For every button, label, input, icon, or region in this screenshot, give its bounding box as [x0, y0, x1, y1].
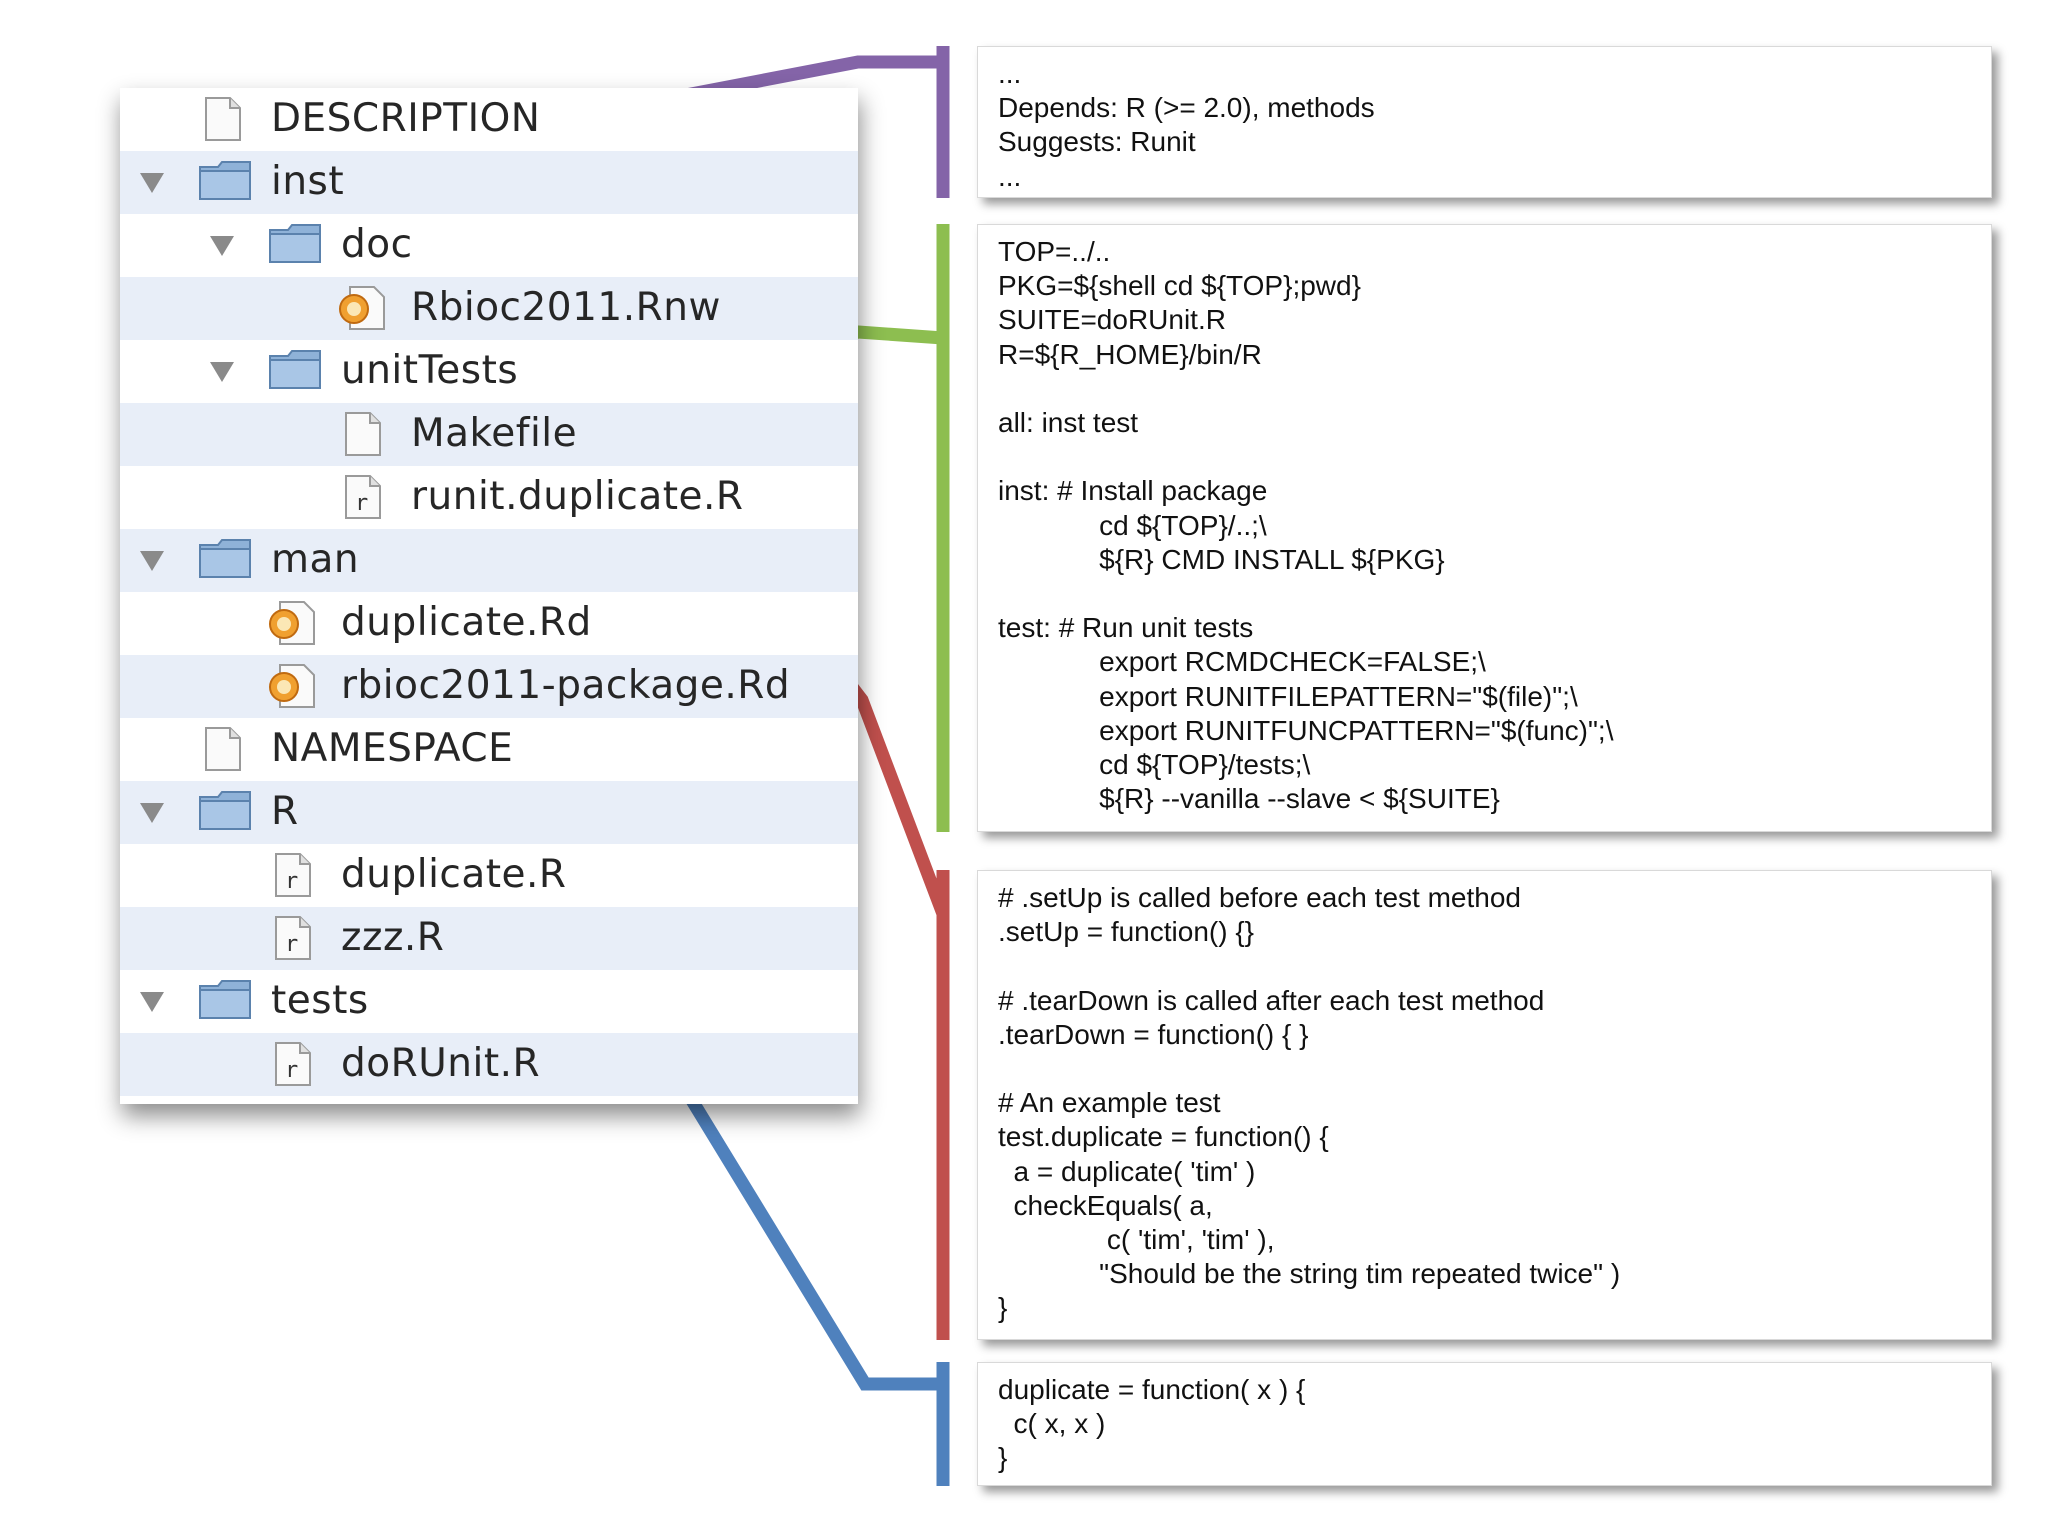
file-icon — [344, 411, 382, 462]
tree-label: Makefile — [411, 411, 578, 456]
disclosure-triangle-icon[interactable] — [140, 992, 164, 1012]
tree-row-rbioc2011-package-rd[interactable]: rbioc2011-package.Rd — [120, 655, 858, 718]
tree-label: unitTests — [341, 348, 519, 393]
tree-row-duplicate-rd[interactable]: duplicate.Rd — [120, 592, 858, 655]
makefile-code: TOP=../.. PKG=${shell cd ${TOP};pwd} SUI… — [998, 236, 1614, 815]
rd-file-icon — [268, 600, 318, 651]
tree-label: doRUnit.R — [341, 1041, 541, 1086]
r-file-icon: r — [274, 915, 312, 966]
folder-icon — [198, 159, 252, 208]
description-code: ... Depends: R (>= 2.0), methods Suggest… — [998, 58, 1375, 192]
tree-row-zzz-r[interactable]: r zzz.R — [120, 907, 858, 970]
duplicate-code: duplicate = function( x ) { c( x, x ) } — [998, 1374, 1306, 1474]
rnw-file-icon — [338, 285, 388, 336]
r-file-icon: r — [344, 474, 382, 525]
folder-icon — [268, 348, 322, 397]
duplicate-code-box: duplicate = function( x ) { c( x, x ) } — [977, 1362, 1992, 1486]
tree-row-dorunit-r[interactable]: r doRUnit.R — [120, 1033, 858, 1096]
tree-row-unittests[interactable]: unitTests — [120, 340, 858, 403]
rd-file-icon — [268, 663, 318, 714]
tree-row-makefile[interactable]: Makefile — [120, 403, 858, 466]
tree-label: Rbioc2011.Rnw — [411, 285, 721, 330]
description-code-box: ... Depends: R (>= 2.0), methods Suggest… — [977, 46, 1992, 198]
tree-label: tests — [271, 978, 369, 1023]
tree-row-duplicate-r[interactable]: r duplicate.R — [120, 844, 858, 907]
tree-label: zzz.R — [341, 915, 445, 960]
tree-label: man — [271, 537, 360, 582]
tree-label: duplicate.Rd — [341, 600, 592, 645]
tree-label: DESCRIPTION — [271, 96, 541, 141]
folder-icon — [198, 789, 252, 838]
tree-label: inst — [271, 159, 345, 204]
tree-label: R — [271, 789, 299, 834]
folder-icon — [198, 537, 252, 586]
makefile-code-box: TOP=../.. PKG=${shell cd ${TOP};pwd} SUI… — [977, 224, 1992, 832]
tree-row-description[interactable]: DESCRIPTION — [120, 88, 858, 151]
disclosure-triangle-icon[interactable] — [140, 803, 164, 823]
tree-label: duplicate.R — [341, 852, 567, 897]
tree-label: doc — [341, 222, 413, 267]
tree-row-man[interactable]: man — [120, 529, 858, 592]
disclosure-triangle-icon[interactable] — [140, 551, 164, 571]
tree-row-inst[interactable]: inst — [120, 151, 858, 214]
tree-row-tests[interactable]: tests — [120, 970, 858, 1033]
tree-row-rbioc2011-rnw[interactable]: Rbioc2011.Rnw — [120, 277, 858, 340]
tree-row-runit-duplicate-r[interactable]: r runit.duplicate.R — [120, 466, 858, 529]
tree-label: rbioc2011-package.Rd — [341, 663, 791, 708]
svg-text:r: r — [285, 932, 298, 957]
folder-icon — [198, 978, 252, 1027]
svg-text:r: r — [355, 491, 368, 516]
svg-text:r: r — [285, 869, 298, 894]
unit-test-code-box: # .setUp is called before each test meth… — [977, 870, 1992, 1340]
folder-icon — [268, 222, 322, 271]
tree-row-doc[interactable]: doc — [120, 214, 858, 277]
r-file-icon: r — [274, 852, 312, 903]
file-icon — [204, 96, 242, 147]
tree-label: runit.duplicate.R — [411, 474, 744, 519]
tree-row-r[interactable]: R — [120, 781, 858, 844]
file-tree-panel: DESCRIPTION inst doc Rbioc2011.Rnw unitT… — [120, 88, 858, 1104]
disclosure-triangle-icon[interactable] — [140, 173, 164, 193]
unit-test-code: # .setUp is called before each test meth… — [998, 882, 1621, 1324]
disclosure-triangle-icon[interactable] — [210, 236, 234, 256]
svg-text:r: r — [285, 1058, 298, 1083]
file-icon — [204, 726, 242, 777]
disclosure-triangle-icon[interactable] — [210, 362, 234, 382]
r-file-icon: r — [274, 1041, 312, 1092]
tree-label: NAMESPACE — [271, 726, 514, 771]
tree-row-namespace[interactable]: NAMESPACE — [120, 718, 858, 781]
